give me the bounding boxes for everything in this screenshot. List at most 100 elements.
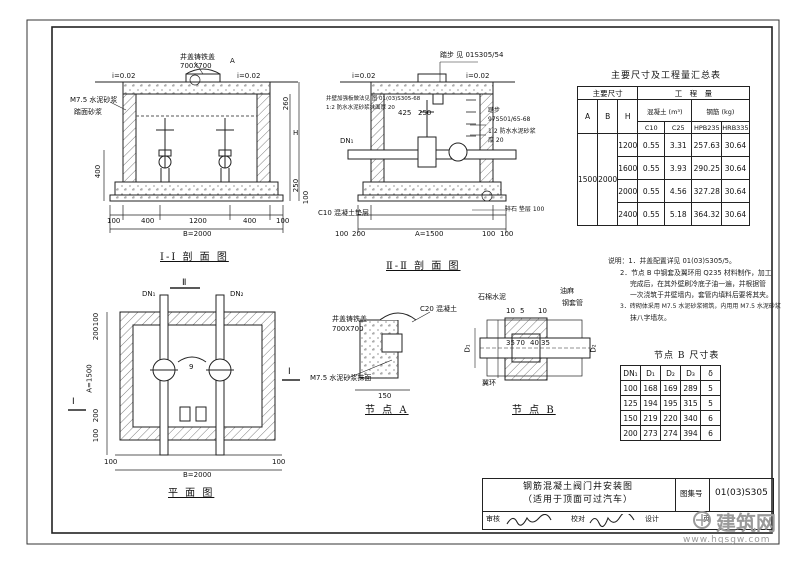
qty-cell: 0.55 [637,133,666,157]
qty-cell: 3.31 [664,133,693,157]
section-2-2-drawing [340,61,517,233]
tb-atlas-no: 01(03)S305 [715,488,768,498]
qty-cell: 3.93 [664,156,693,180]
plan-dim-side-2: 200 [92,326,101,341]
nodeb-dim-5: 40 [530,339,539,347]
qty-cell: 0.55 [637,156,666,180]
s2-callout2: 1:2 防水水泥砂浆抹面厚 20 [326,105,395,111]
qty-cell: 290.25 [691,156,723,180]
qty-cell: 0.55 [637,179,666,203]
nodeb-h: D₂ [660,365,681,381]
qty-cell: 327.28 [691,179,723,203]
nodeb-dim-7: 10 [538,307,547,315]
s1-marker-a: A [230,57,235,65]
nodea-mortar: M7.5 水泥砂浆抹面 [310,374,372,382]
s2-callout3: 踏步 [488,107,501,114]
qty-h-c10: C10 [637,121,666,134]
nodeb-table: DN₁ D₁ D₂ D₃ δ 100 168 169 289 5 125 194… [620,365,721,441]
nodeb-cell: 6 [700,410,721,426]
watermark-logo-icon [693,511,711,529]
tb-review: 审核 [486,515,500,523]
nodea-title: 节 点 A [365,405,409,416]
plan-marker-i-left: Ⅰ [72,397,75,407]
nodeb-d2: D₂ [589,344,598,353]
nodeb-cell: 200 [620,425,641,441]
nodeb-cell: 150 [620,410,641,426]
s1-dim-b: B=2000 [183,230,212,238]
signature-check [589,514,635,528]
s2-slope-left: i=0.02 [352,72,376,80]
nodeb-table-title: 节点 B 尺寸表 [654,351,720,361]
nodeb-cell: 5 [700,395,721,411]
qty-cell: 30.64 [721,202,750,226]
nodeb-h: δ [700,365,721,381]
s2-dim-bottom-3: 100 [482,230,496,238]
s1-dim-100: 100 [302,190,311,205]
s1-title: Ⅰ-Ⅰ 剖 面 图 [160,252,229,263]
nodeb-cell: 6 [700,425,721,441]
s2-dn1: DN₁ [340,137,354,145]
nodeb-dim-1: 10 [506,307,515,315]
s1-dim-bottom-4: 400 [243,217,257,225]
qty-b-value: 2000 [597,133,619,226]
qty-cell: 1200 [617,133,639,157]
nodeb-cell: 220 [660,410,681,426]
nodeb-cell: 219 [640,410,661,426]
plan-dim-bottom-2: 100 [272,458,286,466]
nodeb-dim-6: 35 [541,339,550,347]
nodeb-label-sleeve: 钢套管 [562,299,583,307]
tb-divider-h [483,511,773,512]
tb-atlas-label: 图集号 [680,489,703,498]
qty-h-hpb: HPB235 [691,121,723,134]
tb-name1: 钢筋混凝土阀门井安装图 [523,482,634,492]
nodea-dim-150: 150 [378,392,392,400]
nodeb-cell: 194 [640,395,661,411]
qty-h-c25: C25 [664,121,693,134]
nodeb-dim-3: 70 [516,339,525,347]
s1-dim-bottom-2: 400 [141,217,155,225]
qty-cell: 30.64 [721,156,750,180]
s1-dim-400: 400 [94,164,103,179]
s1-dim-260: 260 [282,96,291,111]
note-6: 抹八字墙灰。 [630,314,671,322]
qty-h-b: B [597,99,619,134]
tb-page: 页 [703,515,710,523]
plan-dim-a: A=1500 [85,364,94,393]
nodeb-dim-2: 5 [520,307,525,315]
s2-base-label2: 碎石 垫层 100 [505,206,545,213]
s1-slope-right: i=0.02 [237,72,261,80]
outer-border [26,19,780,545]
s2-ref-label: 踏步 见 01S305/54 [440,51,504,59]
plan-title: 平 面 图 [168,488,215,499]
nodeb-cell: 168 [640,380,661,396]
s1-dim-bottom-5: 100 [276,217,290,225]
qty-h-h: H [617,99,639,134]
note-4: 一次浇筑于井壁墙内，套管内填料后要将其夹。 [630,291,773,299]
qty-table: 主要尺寸 工 程 量 A B H 混凝土 (m³) 钢筋 (kg) C10 C2… [576,86,750,226]
section-1-1-drawing [95,61,300,233]
nodeb-label-hemp: 油麻 [560,287,574,295]
plan-dn1: DN₁ [142,290,156,298]
s2-dim-425: 425 [398,109,412,117]
s1-dim-bottom-1: 100 [107,217,121,225]
qty-h-main: 主要尺寸 [576,86,639,100]
watermark-logo-text: 建筑网 [716,511,776,535]
qty-cell: 4.56 [664,179,693,203]
s1-mortar-label2: 踏面砂浆 [74,108,102,116]
s2-dim-250: 250 [418,109,432,117]
s2-base-label: C10 混凝土垫层 [318,209,370,217]
nodeb-cell: 273 [640,425,661,441]
nodeb-cell: 169 [660,380,681,396]
s1-slope-left: i=0.02 [112,72,136,80]
s1-mortar-label: M7.5 水泥砂浆 [70,96,118,104]
inner-border [51,26,773,534]
plan-dim-bottom-1: 100 [104,458,118,466]
s2-callout1: 井壁加强板做法见 图 01(03)S305-68 [326,96,421,102]
s1-cover-size: 700X700 [180,62,212,70]
nodeb-h: D₃ [680,365,701,381]
s2-dim-bottom-4: 100 [500,230,514,238]
s1-dim-bottom-3: 1200 [189,217,207,225]
nodea-cover-size: 700X700 [332,325,364,333]
nodeb-h: D₁ [640,365,661,381]
plan-marker-ii-top: Ⅱ [182,278,187,288]
